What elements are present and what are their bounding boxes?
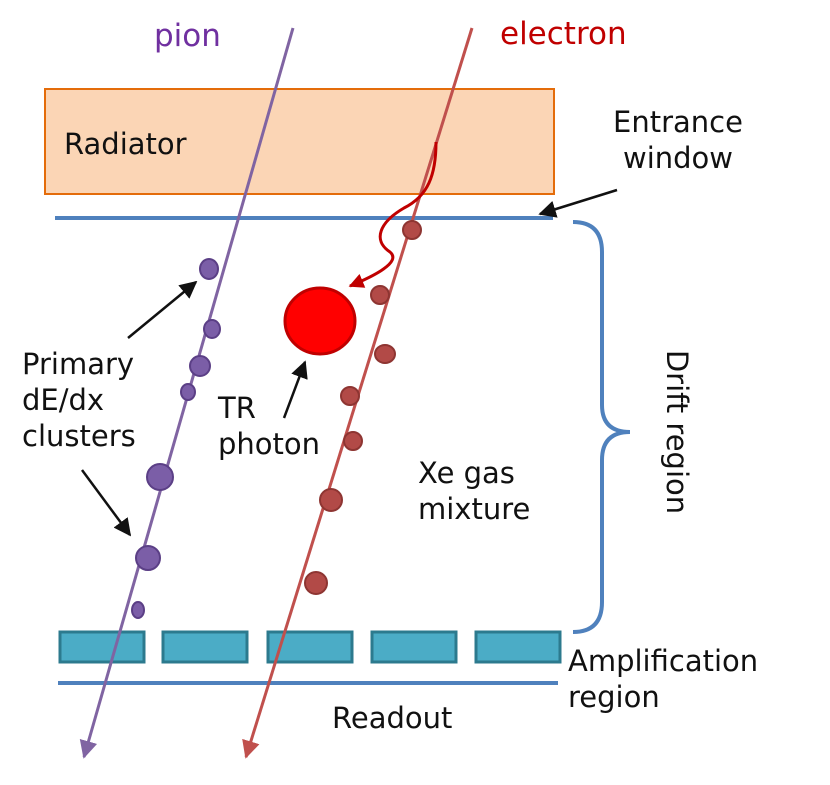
primary-clusters-label: Primary dE/dx clusters xyxy=(22,346,136,454)
pion-cluster xyxy=(180,383,196,401)
radiator-label: Radiator xyxy=(64,127,187,161)
radiator-box xyxy=(44,88,555,195)
entrance-window-line2: window xyxy=(622,141,734,175)
pion-clusters xyxy=(131,258,221,619)
electron-cluster xyxy=(370,285,390,305)
electron-cluster xyxy=(340,386,360,406)
clusters-arrow-lower xyxy=(80,469,132,537)
tr-photon-arrow xyxy=(282,360,308,419)
readout-label: Readout xyxy=(332,701,453,735)
tr-photon-line2: photon xyxy=(218,427,321,461)
gas-line2: mixture xyxy=(418,492,531,526)
amplification-region-label: Amplification region xyxy=(568,643,758,715)
amplification-pad xyxy=(58,630,146,664)
drift-region-bracket xyxy=(572,220,631,634)
pion-cluster xyxy=(203,319,221,339)
amplification-line2: region xyxy=(568,680,660,714)
pion-label: pion xyxy=(154,18,221,54)
electron-cluster xyxy=(304,571,328,595)
tr-photon-line1: TR xyxy=(218,391,256,425)
electron-cluster xyxy=(319,488,343,512)
tr-photon-label: TR photon xyxy=(218,390,320,462)
primary-clusters-line2: dE/dx xyxy=(22,383,105,417)
tr-photon-ball xyxy=(283,286,357,356)
gas-line1: Xe gas xyxy=(418,456,515,490)
tr-photon-path xyxy=(348,141,438,288)
pion-cluster xyxy=(135,545,161,571)
entrance-window-line1: Entrance xyxy=(613,105,743,139)
pion-cluster xyxy=(146,463,174,491)
primary-clusters-line3: clusters xyxy=(22,419,136,453)
electron-cluster xyxy=(374,344,396,364)
pion-cluster xyxy=(199,258,219,280)
amplification-pad xyxy=(370,630,458,664)
pion-cluster xyxy=(131,601,145,619)
gas-label: Xe gas mixture xyxy=(418,455,530,527)
electron-cluster xyxy=(343,431,363,451)
drift-region-label: Drift region xyxy=(660,349,694,515)
primary-clusters-line1: Primary xyxy=(22,347,135,381)
amplification-pads xyxy=(58,630,562,664)
amplification-pad xyxy=(474,630,562,664)
electron-clusters xyxy=(304,220,422,595)
clusters-arrow-upper xyxy=(127,280,198,339)
electron-cluster xyxy=(402,220,422,240)
pion-cluster xyxy=(189,355,211,377)
electron-label: electron xyxy=(500,16,627,52)
amplification-line1: Amplification xyxy=(568,644,759,678)
entrance-window-arrow xyxy=(538,188,618,218)
amplification-pad xyxy=(161,630,249,664)
entrance-window-label: Entrance window xyxy=(578,104,778,176)
